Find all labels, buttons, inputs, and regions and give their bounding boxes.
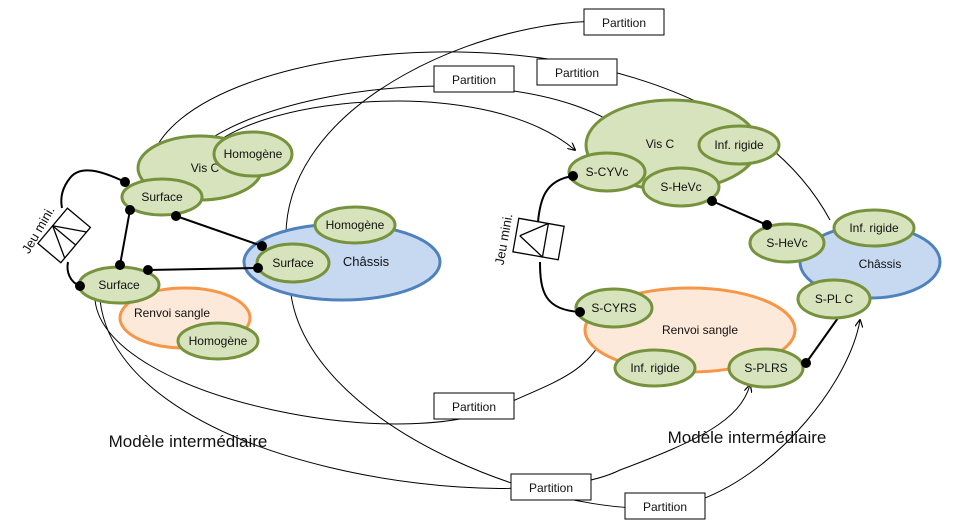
right-s-plc [796, 278, 872, 320]
joint [125, 205, 135, 215]
arc-vis-cyvc [204, 100, 575, 156]
left-jeu-line [52, 225, 77, 246]
partition-boxes: Partition Partition Partition Partition … [433, 8, 706, 520]
left-model: Châssis Homogène Renvoi sangle Homogène … [19, 130, 442, 451]
left-vis-homogene-label: Homogène [224, 147, 283, 161]
right-link-jeu-top [537, 175, 574, 223]
left-jeu-line [52, 225, 66, 259]
left-joints [75, 177, 267, 291]
partition-box-3 [433, 65, 515, 93]
right-joints [568, 171, 811, 368]
left-vis-homogene [212, 130, 294, 178]
partition-box-2 [536, 58, 618, 86]
left-renvoi-homogene [176, 321, 260, 361]
right-s-cyrs-label: S-CYRS [591, 301, 636, 315]
right-s-plc-label: S-PL C [815, 292, 854, 306]
partition-label-6: Partition [643, 500, 687, 514]
right-s-cyrs [574, 287, 654, 329]
left-renvoi-homogene-label: Homogène [189, 334, 248, 348]
right-s-cyvc [567, 151, 647, 193]
right-jeu-line [541, 223, 550, 258]
partition-label-4: Partition [452, 400, 496, 414]
partition-label-2: Partition [555, 66, 599, 80]
joint [801, 358, 811, 368]
right-jeu-line [519, 222, 549, 237]
right-caption: Modèle intermédiaire [668, 428, 827, 447]
left-chassis-homogene [313, 205, 397, 245]
right-link-jeu-bottom [539, 261, 581, 313]
right-chassis-rigide-label: Inf. rigide [849, 221, 899, 235]
right-model: Châssis Inf. rigide Renvoi sangle Inf. r… [492, 98, 942, 447]
joint [115, 260, 125, 270]
left-surface-bottom-label: Surface [98, 278, 140, 292]
right-s-cyvc-label: S-CYVc [586, 165, 629, 179]
partition-box-5 [510, 473, 592, 501]
right-s-hevc-top [641, 166, 721, 208]
left-link-jeu-top [60, 169, 126, 209]
joint [257, 241, 267, 251]
right-renvoi-rigide [613, 348, 697, 388]
left-surface-top-label: Surface [141, 190, 183, 204]
right-vis-rigide-label: Inf. rigide [714, 138, 764, 152]
joint [575, 307, 585, 317]
partition-box-4 [433, 392, 515, 420]
joint [143, 265, 153, 275]
right-link-pl [805, 317, 839, 364]
right-s-hevc-top-label: S-HeVc [660, 180, 701, 194]
left-link-surf-horiz [147, 267, 259, 271]
partition-label-5: Partition [529, 481, 573, 495]
right-jeu-box [512, 217, 565, 261]
partition-label-1: Partition [602, 16, 646, 30]
right-vis-label: Vis C [646, 137, 675, 151]
left-chassis-homogene-label: Homogène [326, 218, 385, 232]
left-link-surf-diag [175, 215, 263, 247]
left-caption: Modèle intermédiaire [109, 432, 268, 451]
arc-chassis-top [285, 20, 641, 271]
right-jeu-line [519, 235, 543, 258]
partition-box-6 [624, 492, 706, 520]
right-jeu-label: Jeu mini. [492, 212, 516, 266]
left-vis-label: Vis C [191, 161, 220, 175]
left-link-surf-vert [119, 209, 131, 266]
right-links [537, 175, 839, 364]
left-chassis-label: Châssis [343, 254, 390, 269]
joint [707, 196, 717, 206]
right-vis-rigide [697, 124, 781, 166]
joint [762, 220, 772, 230]
left-jeu-symbol [36, 207, 92, 264]
right-renvoi-rigide-label: Inf. rigide [630, 361, 680, 375]
joint [253, 263, 263, 273]
right-chassis-label: Châssis [859, 257, 902, 271]
joint [75, 281, 85, 291]
right-s-hevc-chassis-label: S-HeVc [766, 236, 807, 250]
joint [120, 177, 130, 187]
left-renvoi-label: Renvoi sangle [134, 306, 210, 320]
partition-label-3: Partition [452, 73, 496, 87]
left-surface-mid-label: Surface [272, 256, 314, 270]
right-s-hevc-chassis [748, 222, 826, 264]
right-chassis-rigide [832, 208, 916, 248]
arc-surface-cyrs [94, 299, 607, 425]
right-jeu-symbol [512, 217, 565, 261]
joint [568, 171, 578, 181]
right-s-plrs [727, 347, 805, 389]
left-surface-mid [255, 242, 331, 284]
left-surface-top [120, 177, 204, 217]
joint [171, 211, 181, 221]
right-link-hevc [711, 200, 768, 226]
left-jeu-line [52, 225, 87, 233]
right-s-plrs-label: S-PLRS [744, 361, 787, 375]
partition-box-1 [583, 8, 665, 36]
right-renvoi-label: Renvoi sangle [662, 323, 738, 337]
